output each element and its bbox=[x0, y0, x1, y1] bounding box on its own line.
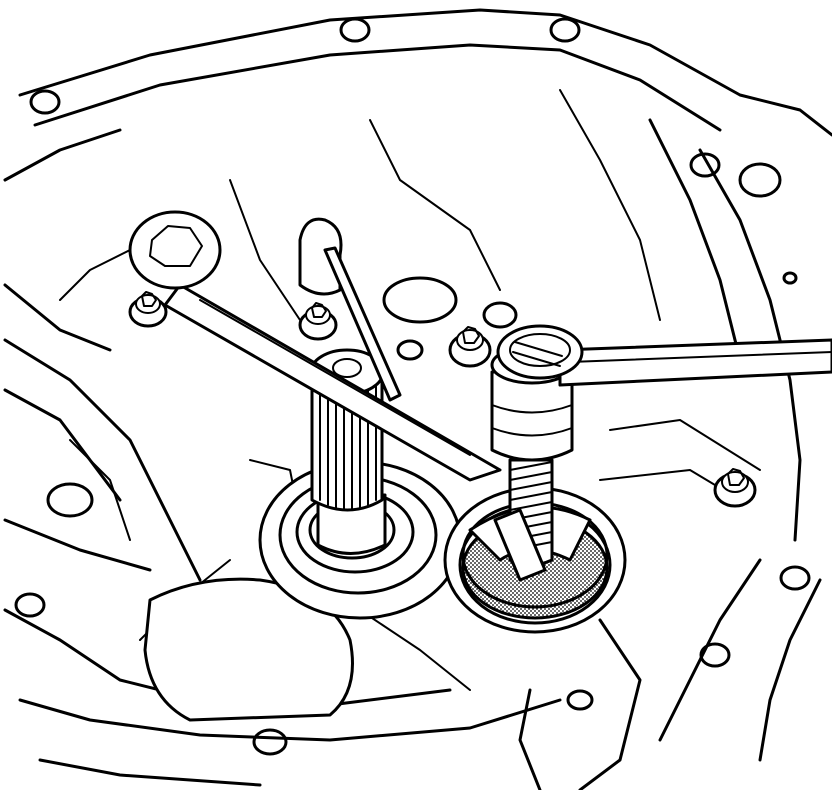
shift-rod bbox=[323, 246, 402, 402]
locating-pin bbox=[298, 217, 343, 296]
transaxle-housing bbox=[3, 8, 832, 790]
torx-bolt-left bbox=[128, 291, 168, 328]
torx-bolt-center bbox=[298, 302, 338, 341]
torx-bolt-right bbox=[713, 468, 757, 508]
housing-opening bbox=[143, 577, 354, 722]
seal-puller-screw bbox=[493, 458, 554, 582]
torx-bolt-inner bbox=[448, 301, 518, 368]
ratchet-handle bbox=[496, 324, 832, 387]
holding-wrench bbox=[128, 210, 502, 482]
housing-bolt-holes bbox=[14, 17, 811, 756]
